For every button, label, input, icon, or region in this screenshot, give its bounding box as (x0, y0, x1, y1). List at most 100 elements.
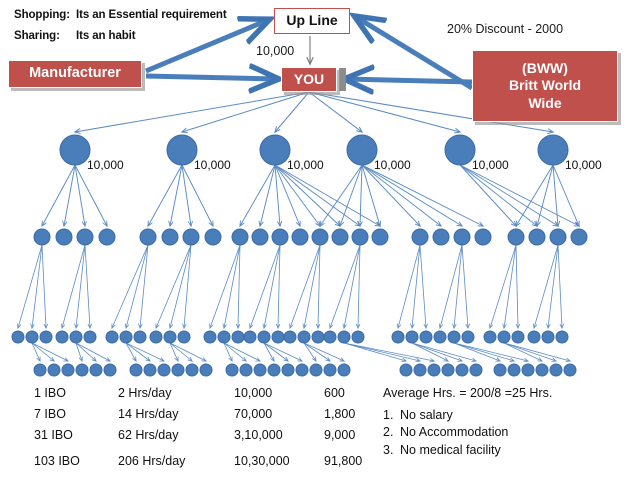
tree-node-l2-8[interactable] (204, 228, 222, 246)
tree-node-l4-4[interactable] (75, 363, 89, 377)
tree-node-l3-4[interactable] (55, 330, 69, 344)
tree-node-l3-32[interactable] (497, 330, 511, 344)
tree-node-l3-8[interactable] (119, 330, 133, 344)
tree-node-l3-35[interactable] (541, 330, 555, 344)
tree-node-l3-5[interactable] (69, 330, 83, 344)
tree-node-l4-14[interactable] (239, 363, 253, 377)
tree-node-l2-9[interactable] (231, 228, 249, 246)
tree-node-l4-1[interactable] (33, 363, 47, 377)
tree-node-l3-23[interactable] (337, 330, 351, 344)
tree-node-l2-3[interactable] (76, 228, 94, 246)
tree-node-l1-2[interactable] (166, 134, 198, 166)
tree-node-l2-2[interactable] (55, 228, 73, 246)
tree-node-l2-7[interactable] (182, 228, 200, 246)
tree-node-l2-1[interactable] (33, 228, 51, 246)
tree-node-l4-28[interactable] (493, 363, 507, 377)
tree-node-l3-34[interactable] (527, 330, 541, 344)
tree-node-l2-6[interactable] (161, 228, 179, 246)
tree-node-l4-27[interactable] (469, 363, 483, 377)
tree-node-l1-5[interactable] (444, 134, 476, 166)
tree-node-l4-5[interactable] (89, 363, 103, 377)
tree-node-l3-3[interactable] (39, 330, 53, 344)
tree-node-l3-11[interactable] (163, 330, 177, 344)
tree-node-l4-25[interactable] (441, 363, 455, 377)
tree-node-l2-16[interactable] (371, 228, 389, 246)
tree-node-l4-11[interactable] (185, 363, 199, 377)
tree-node-l3-13[interactable] (203, 330, 217, 344)
tree-node-l4-20[interactable] (323, 363, 337, 377)
tree-node-l2-10[interactable] (251, 228, 269, 246)
tree-node-l3-21[interactable] (311, 330, 325, 344)
tree-node-l3-30[interactable] (461, 330, 475, 344)
tree-node-l4-22[interactable] (399, 363, 413, 377)
tree-node-l2-5[interactable] (139, 228, 157, 246)
tree-node-l2-22[interactable] (528, 228, 546, 246)
tree-node-l4-3[interactable] (61, 363, 75, 377)
tree-node-l1-1[interactable] (59, 134, 91, 166)
tree-node-l3-20[interactable] (297, 330, 311, 344)
tree-node-l4-21[interactable] (337, 363, 351, 377)
tree-node-l3-9[interactable] (133, 330, 147, 344)
tree-node-l3-17[interactable] (257, 330, 271, 344)
tree-node-l3-28[interactable] (433, 330, 447, 344)
tree-node-l3-6[interactable] (83, 330, 97, 344)
you-box[interactable]: YOU (281, 67, 337, 92)
tree-node-l3-36[interactable] (555, 330, 569, 344)
tree-node-l4-19[interactable] (309, 363, 323, 377)
tree-node-l4-24[interactable] (427, 363, 441, 377)
tree-node-l1-4[interactable] (346, 134, 378, 166)
tree-node-l2-13[interactable] (311, 228, 329, 246)
tree-node-l4-23[interactable] (413, 363, 427, 377)
tree-node-l4-32[interactable] (549, 363, 563, 377)
tree-node-l2-14[interactable] (331, 228, 349, 246)
tree-node-l2-19[interactable] (453, 228, 471, 246)
tree-node-l2-18[interactable] (432, 228, 450, 246)
tree-node-l2-17[interactable] (411, 228, 429, 246)
tree-node-l4-12[interactable] (199, 363, 213, 377)
tree-node-l2-21[interactable] (507, 228, 525, 246)
tree-node-l1-3[interactable] (259, 134, 291, 166)
tree-node-l4-29[interactable] (507, 363, 521, 377)
tree-node-l3-19[interactable] (283, 330, 297, 344)
tree-node-l4-10[interactable] (171, 363, 185, 377)
tree-node-l4-13[interactable] (225, 363, 239, 377)
tree-node-l3-2[interactable] (25, 330, 39, 344)
tree-node-l2-20[interactable] (474, 228, 492, 246)
tree-node-l4-15[interactable] (253, 363, 267, 377)
upline-box[interactable]: Up Line (274, 8, 350, 34)
tree-node-l3-12[interactable] (177, 330, 191, 344)
tree-node-l4-8[interactable] (143, 363, 157, 377)
tree-node-l3-33[interactable] (511, 330, 525, 344)
tree-node-l2-15[interactable] (351, 228, 369, 246)
tree-node-l3-29[interactable] (447, 330, 461, 344)
tree-node-l2-24[interactable] (570, 228, 588, 246)
tree-node-l4-7[interactable] (129, 363, 143, 377)
tree-node-l3-14[interactable] (217, 330, 231, 344)
bww-box[interactable]: (BWW) Britt World Wide (472, 50, 618, 122)
tree-node-l3-18[interactable] (271, 330, 285, 344)
tree-node-l4-6[interactable] (103, 363, 117, 377)
tree-node-l2-23[interactable] (549, 228, 567, 246)
tree-node-l2-12[interactable] (291, 228, 309, 246)
tree-node-l3-24[interactable] (351, 330, 365, 344)
manufacturer-box[interactable]: Manufacturer (8, 60, 142, 88)
tree-node-l1-6[interactable] (537, 134, 569, 166)
tree-node-l3-25[interactable] (391, 330, 405, 344)
tree-node-l4-9[interactable] (157, 363, 171, 377)
tree-node-l3-10[interactable] (149, 330, 163, 344)
tree-node-l3-16[interactable] (243, 330, 257, 344)
tree-node-l4-16[interactable] (267, 363, 281, 377)
tree-node-l4-2[interactable] (47, 363, 61, 377)
tree-node-l2-4[interactable] (98, 228, 116, 246)
tree-node-l3-7[interactable] (105, 330, 119, 344)
tree-node-l3-26[interactable] (405, 330, 419, 344)
tree-node-l4-30[interactable] (521, 363, 535, 377)
tree-node-l2-11[interactable] (271, 228, 289, 246)
tree-node-l3-27[interactable] (419, 330, 433, 344)
tree-node-l4-26[interactable] (455, 363, 469, 377)
tree-node-l3-22[interactable] (323, 330, 337, 344)
tree-node-l3-1[interactable] (11, 330, 25, 344)
tree-node-l3-31[interactable] (483, 330, 497, 344)
tree-node-l4-17[interactable] (281, 363, 295, 377)
tree-node-l4-31[interactable] (535, 363, 549, 377)
